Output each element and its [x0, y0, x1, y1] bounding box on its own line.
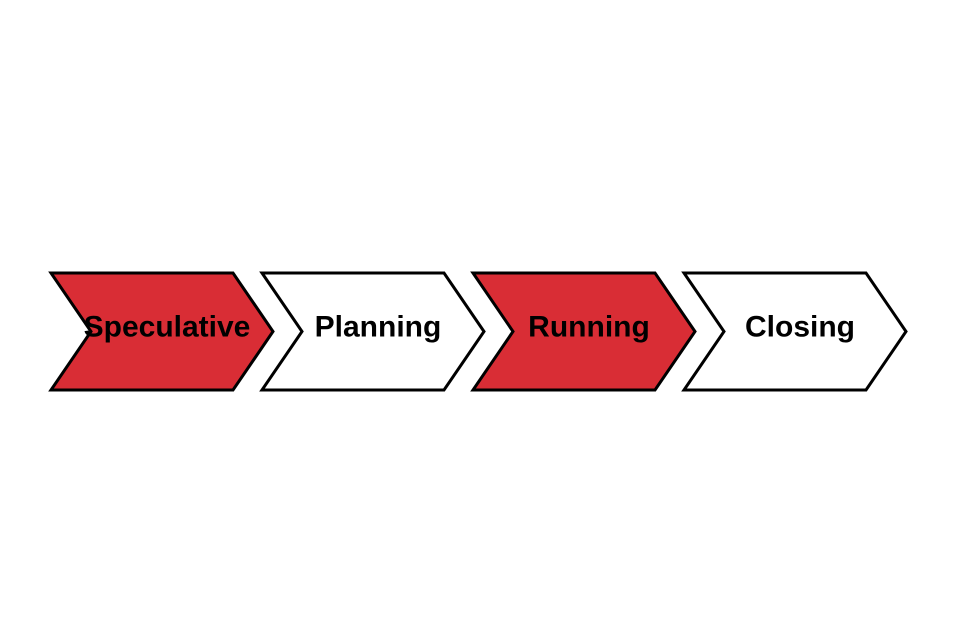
chevron-label-4: Closing — [745, 310, 855, 343]
chevron-shape-3[interactable] — [470, 271, 697, 392]
chevron-label-2: Planning — [315, 310, 442, 343]
chevron-shape-2[interactable] — [259, 271, 486, 392]
chevron-step-4[interactable]: Closing — [681, 271, 908, 392]
chevron-step-2[interactable]: Planning — [259, 271, 486, 392]
chevron-label-3: Running — [528, 310, 650, 343]
chevron-shape-1[interactable] — [48, 271, 275, 392]
chevron-label-1: Speculative — [84, 310, 251, 343]
chevron-shape-4[interactable] — [681, 271, 908, 392]
chevron-step-1[interactable]: Speculative — [48, 271, 275, 392]
chevron-step-3[interactable]: Running — [470, 271, 697, 392]
